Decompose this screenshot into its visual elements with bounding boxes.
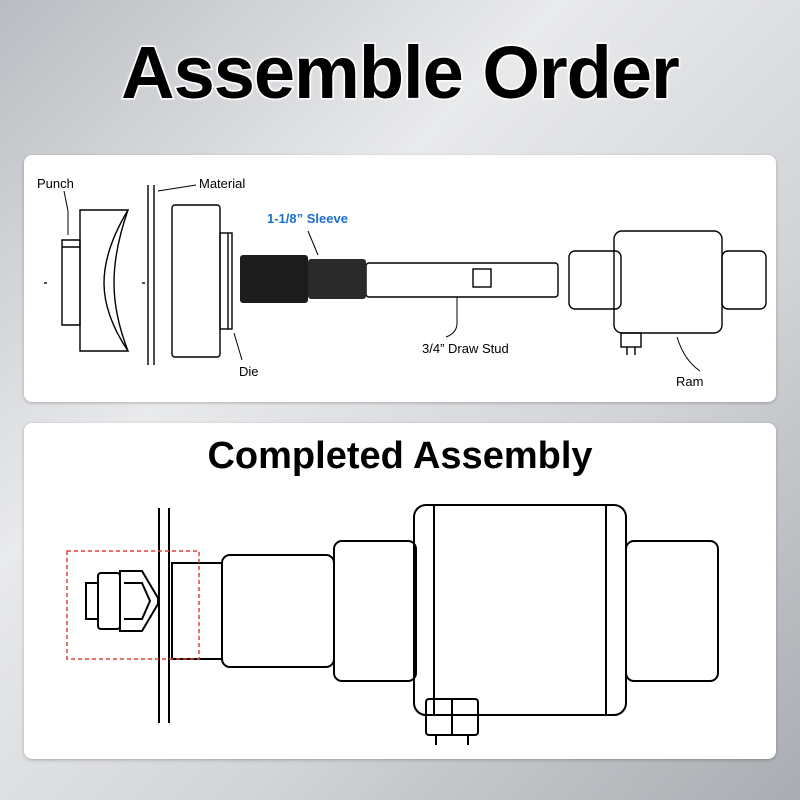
- die-part: [171, 204, 233, 358]
- exploded-diagram: Punch Material 1-1/8” Sleeve Die 3/4” Dr…: [37, 176, 767, 389]
- draw-stud-part: [365, 262, 559, 298]
- draw-stud-label: 3/4” Draw Stud: [422, 341, 509, 356]
- material-sheet: [147, 185, 155, 365]
- ram-label: Ram: [676, 374, 703, 389]
- punch-highlight-box: [66, 550, 200, 660]
- completed-assembly-title: Completed Assembly: [207, 435, 593, 477]
- completed-assembly-panel: Completed Assembly: [24, 423, 776, 759]
- page-title: Assemble Order: [120, 30, 682, 116]
- punch-label: Punch: [37, 176, 74, 191]
- assemble-order-panel: Punch Material 1-1/8” Sleeve Die 3/4” Dr…: [24, 155, 776, 402]
- ram-part: [568, 230, 767, 355]
- material-label: Material: [199, 176, 245, 191]
- sleeve-part: [240, 255, 366, 303]
- punch-part: [61, 209, 130, 352]
- die-label: Die: [239, 364, 259, 379]
- sleeve-label: 1-1/8” Sleeve: [267, 211, 348, 226]
- completed-diagram: [66, 504, 719, 745]
